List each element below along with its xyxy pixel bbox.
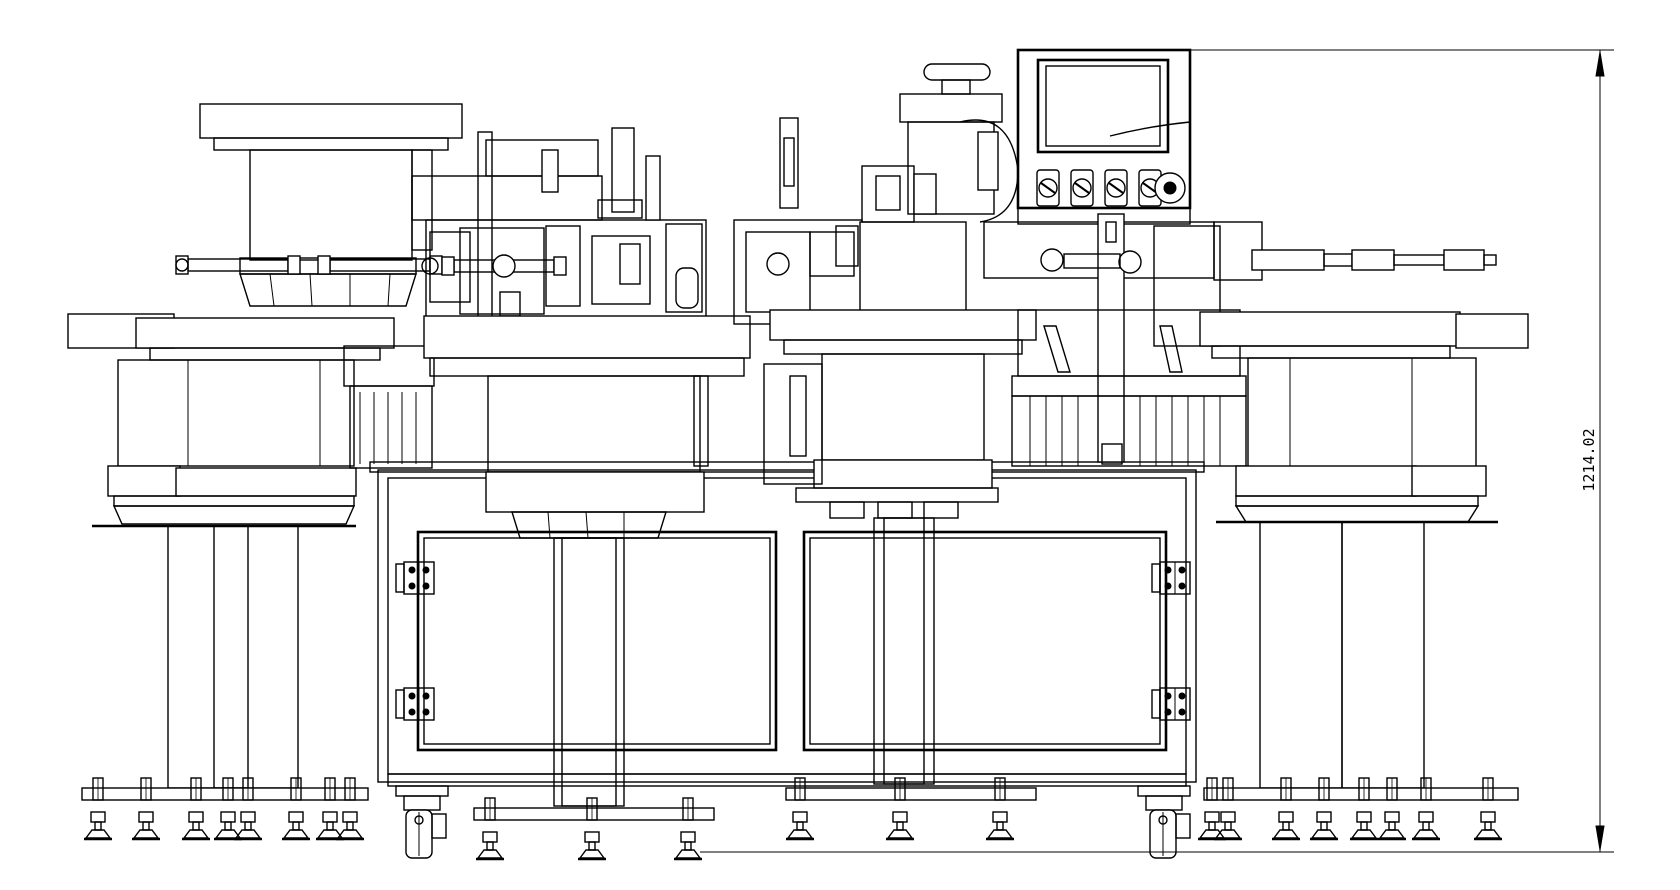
knob-1-icon [1036, 169, 1060, 207]
control-knobs [1036, 169, 1186, 207]
knob-3-icon [1104, 169, 1128, 207]
dimension-label: 1214.02 [1580, 428, 1598, 491]
base-plates [81, 787, 1519, 821]
right-turntable-station [1199, 311, 1529, 789]
arrow-up-icon [1595, 51, 1605, 77]
control-panel [1016, 48, 1192, 225]
door-hinges [395, 561, 1191, 721]
caster-wheel-left [395, 785, 449, 859]
knob-2-icon [1070, 169, 1094, 207]
left-center-turntable [423, 315, 751, 807]
cabinet-frame [369, 461, 1205, 787]
right-transfer-arm [983, 213, 1497, 465]
left-center-mechanism [411, 127, 707, 321]
handwheel-assembly [861, 63, 1019, 223]
center-mechanism [733, 117, 967, 325]
left-cylinder [175, 255, 443, 275]
right-center-rack [1011, 309, 1247, 467]
left-turntable-station [67, 313, 435, 789]
left-vibratory-bowl [199, 103, 463, 307]
caster-wheel-right [1137, 785, 1191, 859]
arrow-down-icon [1595, 825, 1605, 851]
height-dimension: 1214.02 [700, 49, 1614, 853]
center-turntable [763, 309, 1037, 785]
